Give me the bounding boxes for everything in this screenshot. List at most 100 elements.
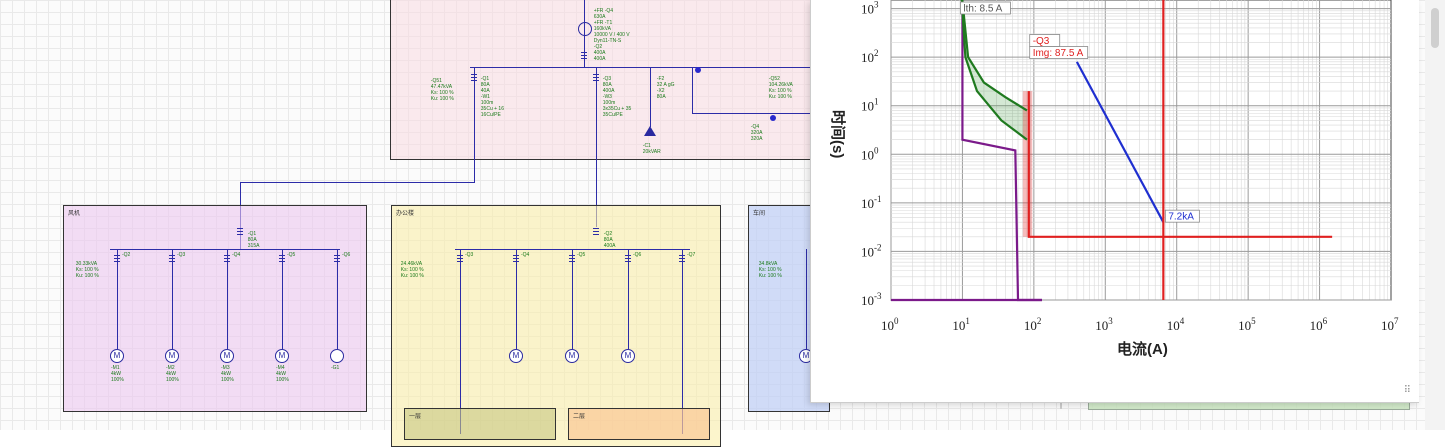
- main-busbar: [470, 67, 810, 68]
- annotation-label: 7.2kA: [1168, 212, 1194, 223]
- office-feeder-wire: [516, 249, 517, 349]
- main-switchboard-panel[interactable]: [390, 0, 812, 160]
- series-line: [960, 0, 1028, 141]
- fan-busbar: [110, 249, 340, 250]
- motor-icon[interactable]: M: [275, 349, 289, 363]
- panel-title: 二层: [573, 414, 586, 420]
- y-tick-label: 10-3: [861, 291, 882, 308]
- motor-rating: 4kW 100%: [111, 371, 124, 383]
- scrollbar-thumb[interactable]: [1431, 8, 1439, 48]
- motor-rating: 4kW 100%: [276, 371, 289, 383]
- feeder-label: -Q6: [342, 252, 351, 258]
- motor-rating: 4kW 100%: [166, 371, 179, 383]
- feeder-f2-wire: [650, 67, 651, 127]
- feeder-label: -Q3: [465, 252, 474, 258]
- motor-icon[interactable]: M: [621, 349, 635, 363]
- feeder-breaker-icon: [279, 255, 285, 264]
- motor-rating: 4kW 100%: [221, 371, 234, 383]
- motor-icon[interactable]: M: [165, 349, 179, 363]
- fan-feeder-wire: [282, 249, 283, 349]
- y-tick-label: 102: [861, 48, 879, 65]
- feeder-label: -Q2: [122, 252, 131, 258]
- x-tick-label: 101: [952, 316, 970, 333]
- annotation-label: Img: 87.5 A: [1033, 48, 1084, 59]
- feeder-label: -Q3: [177, 252, 186, 258]
- feeder-q3-breaker-icon: [593, 74, 599, 83]
- feeder-label: -Q4: [232, 252, 241, 258]
- feeder-breaker-icon: [169, 255, 175, 264]
- resize-grip-icon[interactable]: ⠿: [1403, 385, 1411, 396]
- y-tick-label: 10-1: [861, 194, 882, 211]
- office-incomer-breaker-icon: [593, 228, 599, 237]
- feeder-q1-breaker-icon: [471, 74, 477, 83]
- transformer-labels: +FR -Q4 630A +FR -T1 160kVA 10000 V / 40…: [593, 8, 630, 62]
- fan-panel[interactable]: 风机: [63, 205, 367, 412]
- annotation-box: [960, 1, 1011, 15]
- office-feeder-wire: [460, 249, 461, 434]
- feeder-q52-horizontal: [692, 113, 810, 114]
- feeder-q4-labels: -Q4 320A 320A: [750, 124, 763, 142]
- feeder-label: -Q4: [521, 252, 530, 258]
- capacitor-labels: -C1 20kVAR: [642, 143, 661, 155]
- connection-node[interactable]: [770, 115, 776, 121]
- sub-panel-floor2[interactable]: 二层: [568, 408, 710, 440]
- fan-feeder-wire: [117, 249, 118, 349]
- annotation-box: [1164, 209, 1200, 223]
- series-line: [1027, 91, 1333, 238]
- motor-icon[interactable]: M: [220, 349, 234, 363]
- motor-icon[interactable]: M: [110, 349, 124, 363]
- feeder-label: -Q5: [287, 252, 296, 258]
- x-tick-label: 107: [1381, 316, 1399, 333]
- vertical-scrollbar[interactable]: [1425, 0, 1445, 430]
- motor-icon[interactable]: M: [565, 349, 579, 363]
- office-feeder-wire: [682, 249, 683, 434]
- link-wire: [240, 182, 475, 183]
- workshop-summary-labels: 34.8kVA Ks: 100 % Ku: 100 %: [758, 261, 782, 279]
- y-tick-label: 100: [861, 145, 879, 162]
- sub-panel-floor1[interactable]: 一层: [404, 408, 556, 440]
- main-breaker-icon: [581, 52, 587, 61]
- feeder-q51-labels: -Q51 47.47kVA Ks: 100 % Ku: 100 %: [430, 78, 454, 102]
- feeder-q52-labels: -Q52 104.26kVA Ks: 100 % Ku: 100 %: [768, 76, 793, 100]
- series-line: [961, 0, 1028, 112]
- x-tick-label: 105: [1238, 316, 1256, 333]
- feeder-breaker-icon: [224, 255, 230, 264]
- panel-title: 车间: [753, 211, 766, 217]
- y-tick-label: 101: [861, 97, 879, 114]
- annotation-label: lth: 8.5 A: [963, 4, 1002, 15]
- feeder-breaker-icon: [679, 255, 685, 264]
- office-panel[interactable]: 办公楼: [391, 205, 721, 447]
- generator-label: -G1: [331, 365, 340, 371]
- feeder-q3-wire: [596, 67, 597, 227]
- connection-node[interactable]: [695, 67, 701, 73]
- fan-feeder-wire: [172, 249, 173, 349]
- feeder-label: -Q7: [687, 252, 696, 258]
- feeder-q3-labels: -Q3 80A 400A -W3 100m 3x35Cu + 35 35Cu/P…: [602, 76, 632, 118]
- feeder-breaker-icon: [513, 255, 519, 264]
- office-feeder-wire: [628, 249, 629, 349]
- capacitor-icon: [644, 126, 656, 136]
- motor-icon[interactable]: M: [509, 349, 523, 363]
- annotation-label: -Q3: [1033, 36, 1050, 47]
- y-tick-label: 103: [861, 0, 879, 17]
- feeder-breaker-icon: [334, 255, 340, 264]
- feeder-q1-labels: -Q1 80A 40A -W1 100m 35Cu + 16 16Cu/PE: [480, 76, 504, 118]
- fan-feeder-wire: [337, 249, 338, 349]
- feeder-breaker-icon: [114, 255, 120, 264]
- x-tick-label: 103: [1095, 316, 1113, 333]
- panel-title: 风机: [68, 211, 81, 217]
- generator-icon[interactable]: [330, 349, 344, 363]
- feeder-f2-labels: -F2 32 A gG -X2 80A: [656, 76, 675, 100]
- feeder-q52-wire: [692, 67, 693, 113]
- panel-title: 一层: [409, 414, 422, 420]
- feeder-breaker-icon: [457, 255, 463, 264]
- annotation-box: [1029, 46, 1089, 59]
- x-axis-title: 电流(A): [1117, 340, 1168, 358]
- breaker-tolerance-band: [961, 0, 1027, 140]
- feeder-q1-wire: [474, 67, 475, 182]
- y-tick-label: 10-2: [861, 242, 882, 259]
